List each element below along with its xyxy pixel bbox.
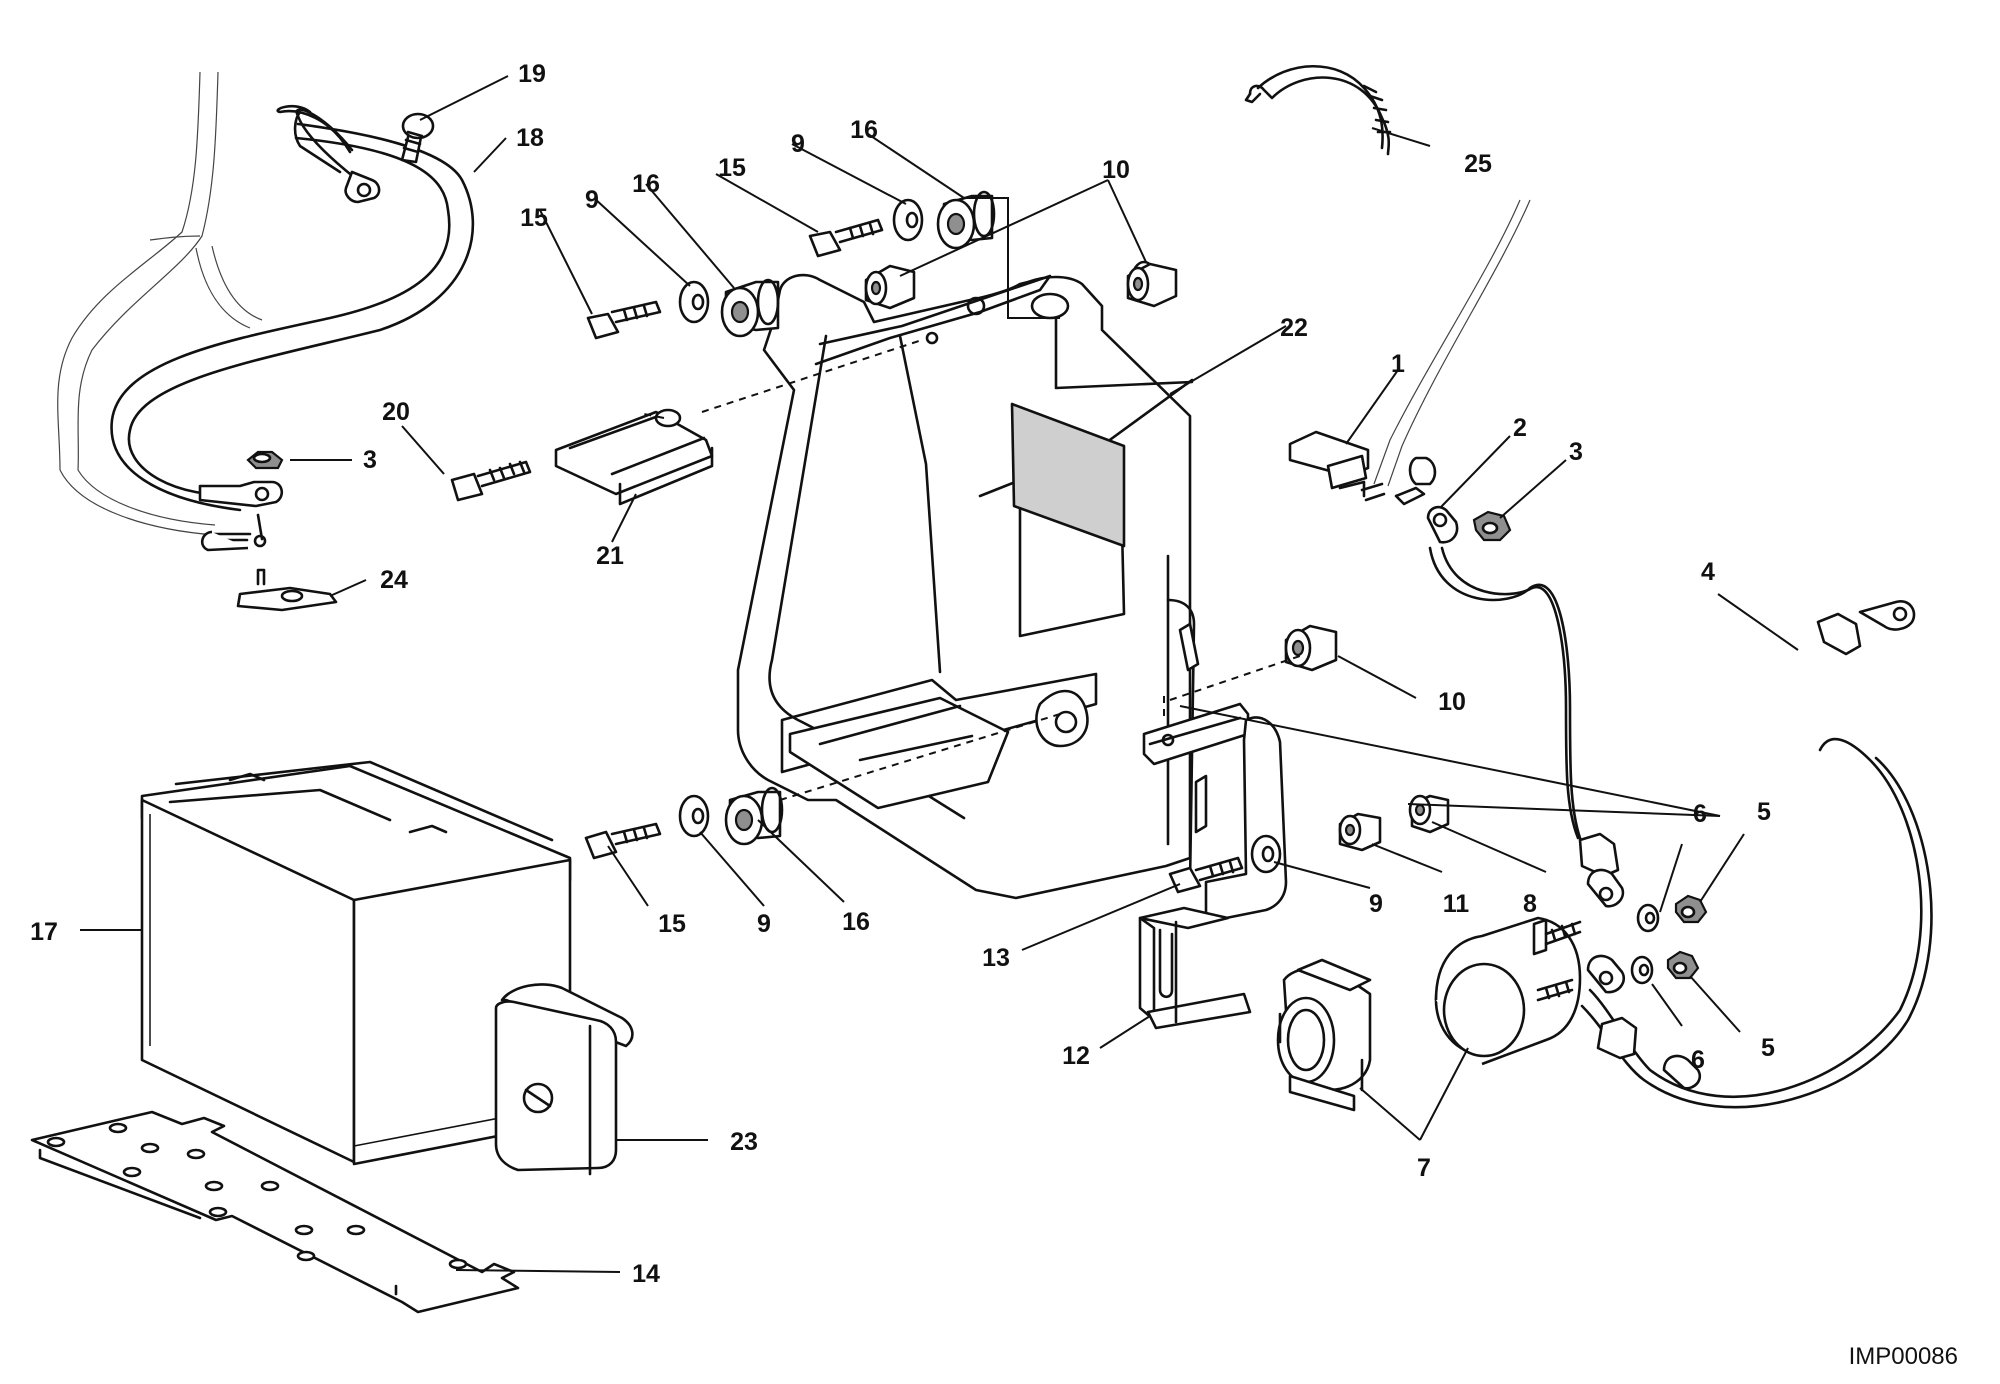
callout-17: 17: [30, 918, 58, 946]
callout-22: 22: [1280, 314, 1308, 342]
cable-tie-25: [1244, 64, 1392, 156]
grommet-16-top-right: [936, 190, 996, 250]
bolt-15-bottom: [584, 822, 662, 860]
spacer-10-top-left: [864, 264, 916, 310]
callout-16-top-right: 16: [850, 116, 878, 144]
grommet-16-bottom: [724, 786, 784, 846]
nut-3-right: [1472, 510, 1512, 542]
spacer-10-top-right: [1126, 262, 1178, 308]
callout-6-bottom: 6: [1691, 1046, 1705, 1074]
rubber-pad-23: [494, 983, 634, 1176]
callout-25: 25: [1464, 150, 1492, 178]
callout-15-top-left: 15: [520, 204, 548, 232]
nut-5-bottom: [1666, 950, 1700, 980]
earth-lead: [198, 480, 284, 552]
callout-5-bottom: 5: [1761, 1034, 1775, 1062]
bolt-15-top-left: [586, 300, 662, 340]
callout-6-top: 6: [1693, 800, 1707, 828]
bolt-15-top-right: [808, 218, 884, 258]
starter-solenoid-7: [1434, 916, 1582, 1066]
washer-9-right: [1250, 834, 1282, 874]
callout-9-top-left: 9: [585, 186, 599, 214]
nut-5-top: [1674, 894, 1708, 924]
callout-7: 7: [1417, 1154, 1431, 1182]
bracket-24: [236, 568, 338, 612]
grommet-16-top-left: [720, 278, 780, 338]
callout-15-bottom: 15: [658, 910, 686, 938]
callout-24: 24: [380, 566, 408, 594]
callout-14: 14: [632, 1260, 660, 1288]
callout-3-left: 3: [363, 446, 377, 474]
callout-15-top-right: 15: [718, 154, 746, 182]
relay-holder-7: [1276, 958, 1372, 1112]
spacer-11: [1338, 812, 1382, 852]
callout-2: 2: [1513, 414, 1527, 442]
main-wiring-harness: [57, 71, 263, 536]
bracket-12: [1138, 906, 1252, 1030]
washer-6-bottom: [1630, 955, 1654, 985]
washer-9-top-right: [892, 198, 924, 242]
bracket-21: [554, 408, 714, 506]
assembly-lines: [643, 339, 1301, 801]
callout-11: 11: [1443, 890, 1470, 918]
callout-13: 13: [982, 944, 1010, 972]
callout-18: 18: [516, 124, 544, 152]
battery-tray-14: [30, 1110, 520, 1314]
callout-9-right: 9: [1369, 890, 1383, 918]
starter-cable-4: [1580, 600, 1933, 1109]
callout-12: 12: [1062, 1042, 1090, 1070]
callout-10-mid: 10: [1438, 688, 1466, 716]
callout-21: 21: [596, 542, 624, 570]
callout-labels: 19 18 3 24 20 21 15 9 16 15 9 16 10 22 2…: [30, 60, 1958, 1370]
callout-9-top-right: 9: [791, 130, 805, 158]
callout-5-top: 5: [1757, 798, 1771, 826]
callout-4: 4: [1701, 558, 1715, 586]
positive-cable: [1373, 199, 1638, 1060]
leader-lines: [80, 75, 1799, 1273]
callout-1: 1: [1391, 350, 1405, 378]
washer-6-top: [1636, 903, 1660, 933]
callout-23: 23: [730, 1128, 758, 1156]
bolt-20: [450, 460, 532, 502]
battery-ground-cable: [110, 104, 475, 512]
callout-8: 8: [1523, 890, 1537, 918]
callout-19: 19: [518, 60, 546, 88]
callout-10-top: 10: [1102, 156, 1130, 184]
callout-3-right: 3: [1569, 438, 1583, 466]
washer-9-bottom: [678, 794, 710, 838]
nut-3-left: [246, 450, 284, 470]
callout-16-bottom: 16: [842, 908, 870, 936]
spacer-10-mid: [1284, 624, 1338, 672]
callout-16-top-left: 16: [632, 170, 660, 198]
washer-9-top-left: [678, 280, 710, 324]
drawing-code: IMP00086: [1849, 1343, 1958, 1370]
battery-holder-22: [736, 260, 1208, 900]
callout-20: 20: [382, 398, 410, 426]
terminal-cover-1: [1288, 430, 1386, 502]
callout-9-bottom: 9: [757, 910, 771, 938]
